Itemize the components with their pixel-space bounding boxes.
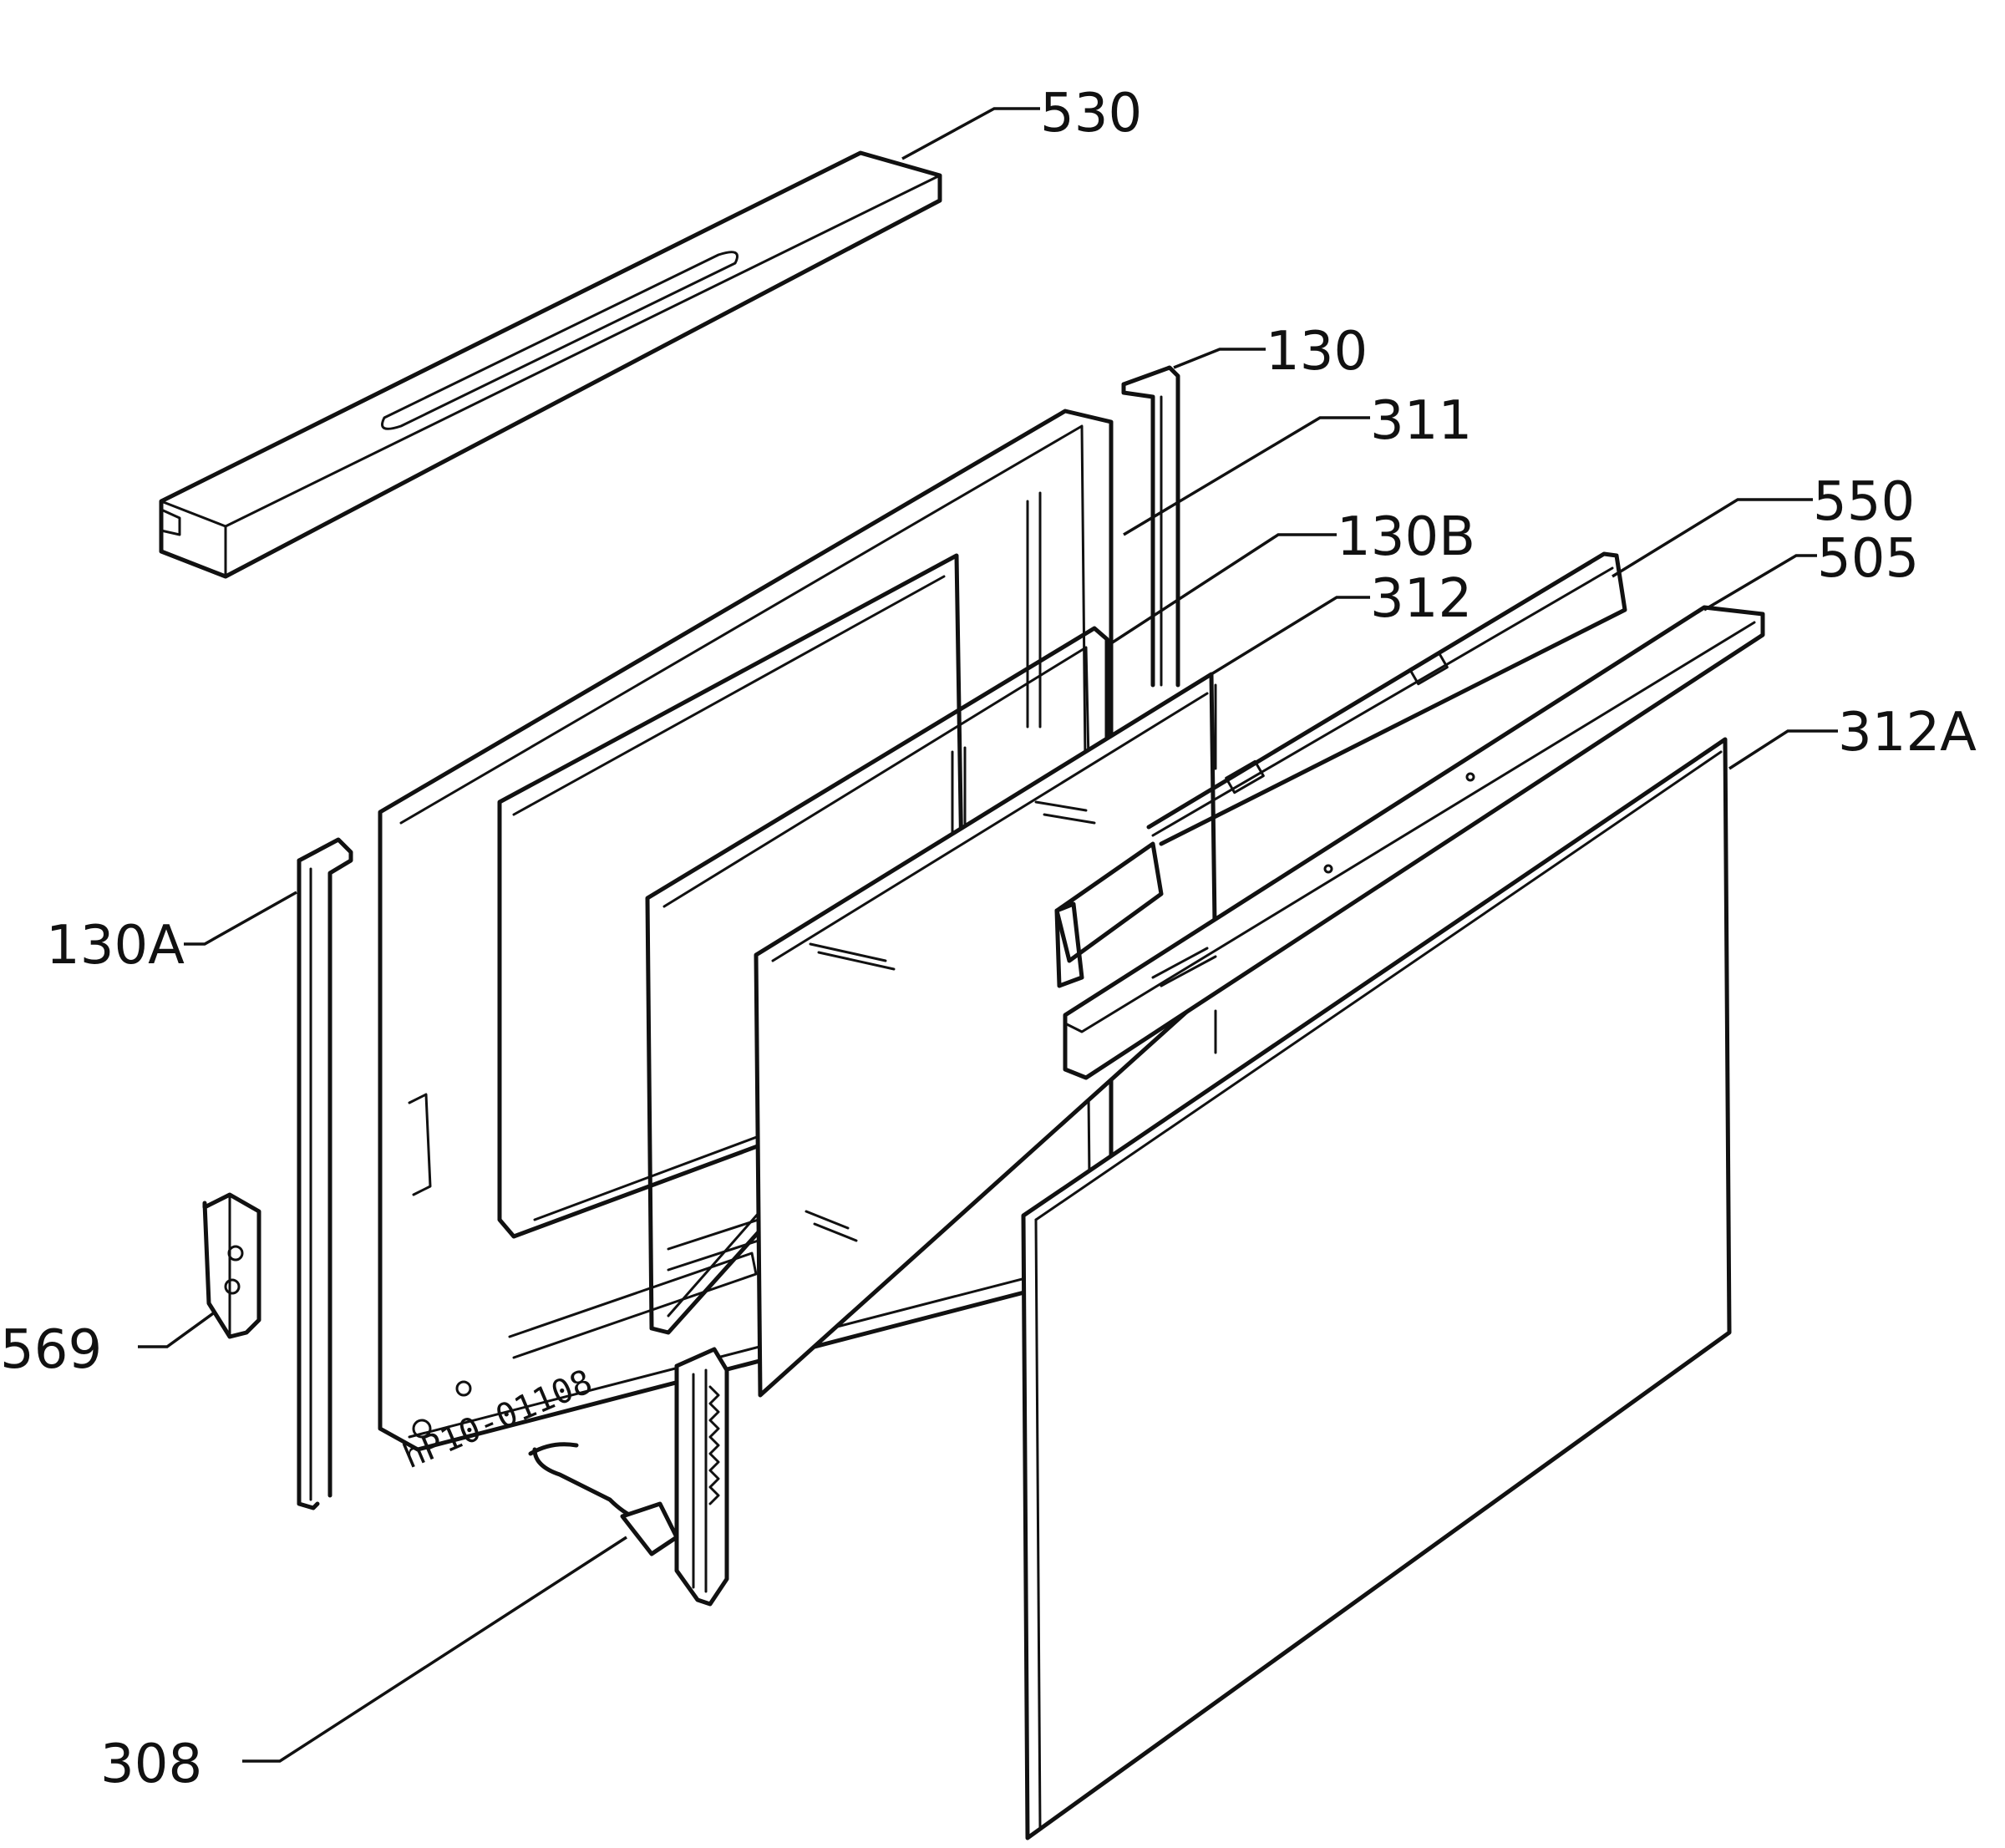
callout-550: 550 (1813, 471, 1915, 533)
callout-labels: 530 130 311 550 505 130B 312 312A 130A 5… (0, 83, 1977, 1795)
part-308-door-hinge (528, 1347, 729, 1607)
callout-312A: 312A (1838, 702, 1977, 764)
part-505-lower-rail (1063, 605, 1765, 1080)
callout-308: 308 (100, 1734, 202, 1795)
callout-312: 312 (1370, 568, 1472, 630)
part-130A-left-rod (297, 837, 353, 1510)
callout-130B: 130B (1337, 506, 1475, 568)
leader-lines (138, 107, 1838, 1763)
callout-530: 530 (1040, 83, 1142, 145)
part-130-right-rod (1121, 365, 1180, 688)
callout-130A: 130A (46, 915, 185, 977)
part-550-clip-rail (1054, 551, 1627, 988)
part-312A-outer-glass (1021, 737, 1732, 1840)
callout-569: 569 (0, 1319, 102, 1381)
callout-505: 505 (1817, 528, 1919, 590)
callout-311: 311 (1370, 390, 1472, 452)
part-530-top-strip (159, 150, 942, 579)
callout-130: 130 (1266, 321, 1368, 383)
part-569-hinge-bracket (202, 1192, 261, 1339)
drawing-code: hP10-01108 (398, 1363, 598, 1476)
